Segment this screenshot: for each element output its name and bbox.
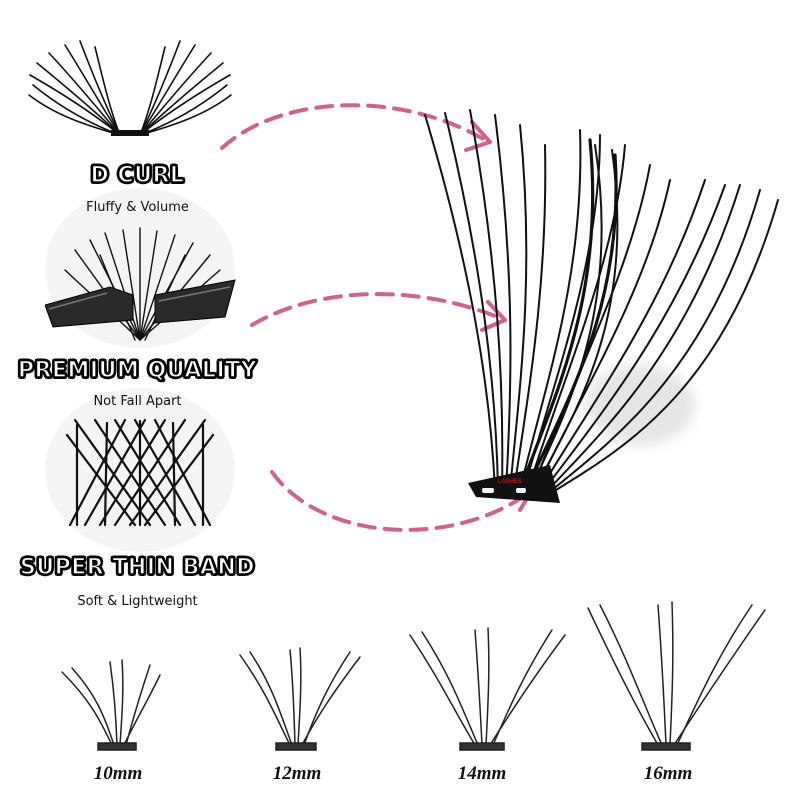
lash-cluster-12mm [239,647,361,751]
size-label-10mm: 10mm [93,763,143,784]
feature-subtitle-super-thin-band: Soft & Lightweight [77,594,198,609]
feature-subtitle-premium-quality: Not Fall Apart [93,394,182,409]
feature-title-super-thin-band: SUPER THIN BAND [19,554,256,580]
lash-cluster-10mm [61,659,161,751]
size-label-12mm: 12mm [272,763,322,784]
arrow-d-curl [220,103,487,150]
feature-subtitle-d-curl: Fluffy & Volume [86,200,189,215]
feature-title-premium-quality: PREMIUM QUALITY [17,357,258,383]
arrow-premium-quality [250,292,502,327]
arrow-super-thin-band [270,470,532,532]
main-lash-cluster-image: LASHES [424,109,779,503]
tweezer-lash-icon [45,227,236,341]
lash-cluster-16mm [587,601,766,751]
size-label-14mm: 14mm [457,763,507,784]
feature-title-d-curl: D CURL [90,162,185,188]
svg-text:LASHES: LASHES [498,479,522,485]
thin-band-icon [65,418,215,527]
size-label-16mm: 16mm [643,763,693,784]
lash-cluster-14mm [409,627,566,751]
d-curl-lash-icon [28,40,232,136]
